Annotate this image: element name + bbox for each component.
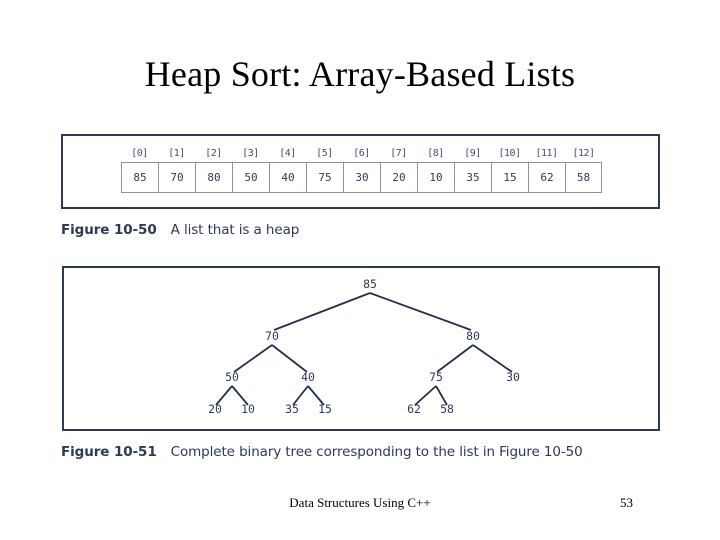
array-index-label: [1] — [168, 148, 185, 159]
footer-page-number: 53 — [620, 495, 633, 510]
page-title: Heap Sort: Array-Based Lists — [144, 54, 576, 94]
array-cell: 85 — [121, 162, 158, 193]
array-index-label: [0] — [131, 148, 148, 159]
array-cell: 62 — [528, 162, 565, 193]
array-cell: 70 — [158, 162, 195, 193]
tree-edge — [233, 344, 273, 373]
array-index-label: [6] — [353, 148, 370, 159]
array-cell: 10 — [417, 162, 454, 193]
figure-10-50-container: [0] [1] [2] [3] [4] [5] [6] [7] [8] [9] [10] [11] [1… — [61, 134, 660, 209]
tree-edge — [215, 385, 233, 406]
tree-node-label: 70 — [265, 329, 279, 343]
array-cell: 30 — [343, 162, 380, 193]
array-cell: 80 — [195, 162, 232, 193]
tree-node-label: 80 — [466, 329, 480, 343]
tree-edge — [231, 385, 249, 406]
figure-10-50-caption-label: Figure 10-50 — [61, 222, 157, 238]
array-diagram: [0] [1] [2] [3] [4] [5] [6] [7] [8] [9] [10] [11] [1… — [121, 145, 602, 193]
array-cell: 35 — [454, 162, 491, 193]
figure-10-51-caption-label: Figure 10-51 — [61, 444, 157, 460]
binary-tree-diagram: 85 70 80 50 40 75 30 20 10 35 15 62 58 — [208, 277, 520, 416]
array-index-label: [9] — [464, 148, 481, 159]
tree-node-label: 85 — [363, 277, 377, 291]
array-index-label: [5] — [316, 148, 333, 159]
array-index-label: [10] — [498, 148, 521, 159]
array-cell: 15 — [491, 162, 528, 193]
tree-node-label: 40 — [301, 370, 315, 384]
tree-edge — [307, 385, 325, 406]
figure-10-51-caption: Figure 10-51 Complete binary tree corresp… — [61, 444, 583, 460]
tree-node-label: 10 — [241, 402, 255, 416]
array-cell: 50 — [232, 162, 269, 193]
tree-edge — [292, 385, 309, 406]
array-index-label: [8] — [427, 148, 444, 159]
figure-10-50-caption: Figure 10-50 A list that is a heap — [61, 222, 299, 238]
tree-edge — [472, 344, 513, 373]
array-index-label: [3] — [242, 148, 259, 159]
tree-edge — [436, 344, 474, 373]
tree-node-label: 62 — [407, 402, 421, 416]
tree-node-label: 20 — [208, 402, 222, 416]
tree-edge — [435, 385, 448, 406]
tree-edge — [414, 385, 437, 406]
array-cell: 75 — [306, 162, 343, 193]
tree-edge — [369, 292, 472, 331]
tree-node-label: 58 — [440, 402, 454, 416]
array-index-label: [11] — [535, 148, 558, 159]
tree-edge — [273, 292, 371, 331]
tree-node-label: 75 — [429, 370, 443, 384]
tree-node-group: 85 70 80 50 40 75 30 20 10 35 15 62 58 — [208, 277, 520, 416]
array-index-label: [12] — [572, 148, 595, 159]
tree-node-label: 50 — [225, 370, 239, 384]
tree-edge — [271, 344, 308, 373]
tree-node-label: 30 — [506, 370, 520, 384]
array-cell: 20 — [380, 162, 417, 193]
figure-10-51-container — [62, 266, 660, 431]
tree-node-label: 35 — [285, 402, 299, 416]
array-index-label: [4] — [279, 148, 296, 159]
array-index-label: [2] — [205, 148, 222, 159]
tree-edge-group — [215, 292, 513, 406]
footer-book-title: Data Structures Using C++ — [289, 495, 431, 510]
array-index-label: [7] — [390, 148, 407, 159]
figure-10-51-caption-text: Complete binary tree corresponding to th… — [170, 444, 583, 460]
array-index-row: [0] [1] [2] [3] [4] [5] [6] [7] [8] [9] [10] [11] [1… — [121, 145, 602, 162]
array-cell: 40 — [269, 162, 306, 193]
figure-10-50-caption-text: A list that is a heap — [170, 222, 300, 238]
tree-node-label: 15 — [318, 402, 332, 416]
array-cell: 58 — [565, 162, 602, 193]
